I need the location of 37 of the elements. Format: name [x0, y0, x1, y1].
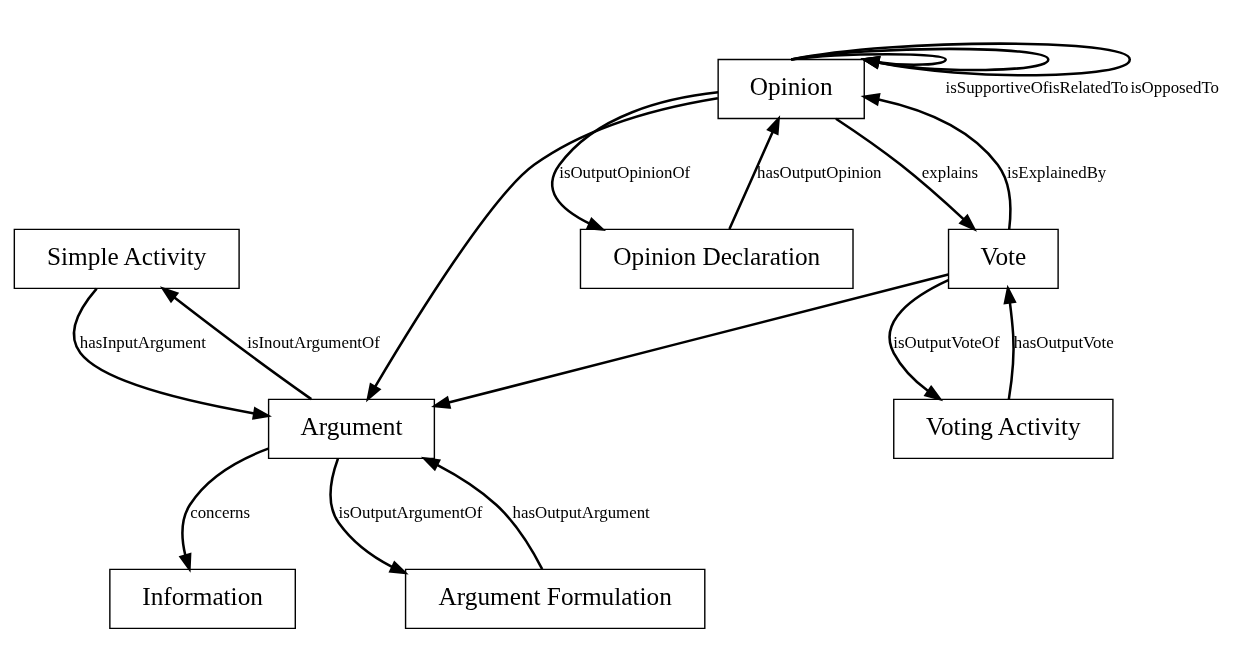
node-box: Argument	[267, 398, 436, 459]
edge-label: isOutputArgumentOf	[338, 502, 483, 522]
node-box: Simple Activity	[13, 228, 240, 289]
node-box: Opinion Declaration	[579, 228, 854, 289]
arrow	[728, 114, 781, 229]
arrow	[72, 287, 272, 420]
edge-label: hasOutputArgument	[512, 502, 650, 522]
edge-label: hasOutputOpinion	[757, 162, 882, 182]
edge-label: explains	[921, 162, 979, 182]
edge-label: isOutputOpinionOf	[559, 162, 691, 182]
edge-label: isRelatedTo	[1048, 77, 1129, 97]
arrow	[791, 47, 1050, 71]
edge-label: isInoutArgumentOf	[247, 332, 380, 352]
arrow	[860, 92, 1012, 229]
arrow	[791, 52, 947, 69]
arrow	[159, 285, 312, 400]
arrow	[1003, 284, 1017, 399]
edge-label: concerns	[190, 502, 251, 522]
edge-label: hasInputArgument	[79, 332, 206, 352]
edge-label: isSupportiveOf	[945, 77, 1049, 97]
node-box: Argument Formulation	[404, 568, 706, 629]
node-box: Vote	[947, 228, 1059, 289]
node-box: Voting Activity	[893, 398, 1114, 459]
arrow	[791, 41, 1132, 76]
arrow	[420, 456, 544, 570]
edge-label: isExplainedBy	[1007, 162, 1107, 182]
edge-label: isOpposedTo	[1130, 77, 1220, 97]
edge-label: isOutputVoteOf	[893, 332, 1000, 352]
arrow	[178, 446, 269, 573]
arrow	[551, 90, 719, 231]
node-box: Information	[109, 568, 296, 629]
arrow	[329, 457, 409, 575]
node-box: Opinion	[717, 58, 865, 119]
arrow	[835, 117, 977, 232]
arrow	[888, 278, 949, 401]
arrow	[431, 272, 949, 409]
arrow	[366, 96, 719, 402]
